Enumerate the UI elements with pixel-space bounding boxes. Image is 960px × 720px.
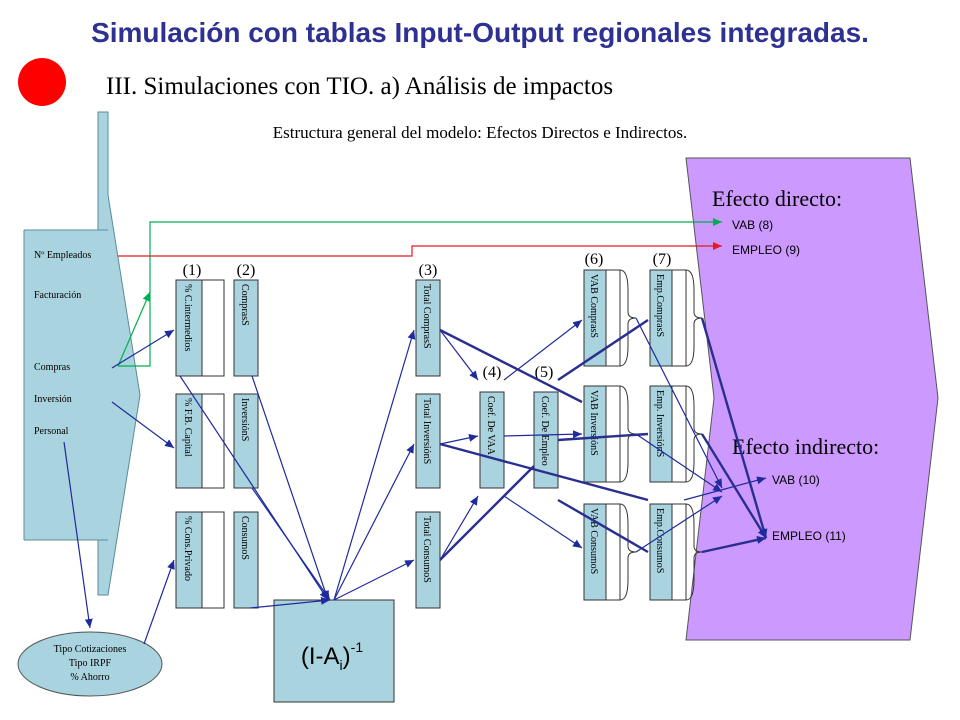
column-1: % C.intermedios % F.B. Capital % Cons.Pr… [175, 279, 225, 609]
column-7: Emp.ComprasS Emp. InversiónS Emp.Consumo… [649, 269, 687, 601]
indirect-effect-title: Efecto indirecto: [732, 434, 879, 459]
indirect-effect-vab: VAB (10) [772, 473, 820, 487]
direct-effect-vab: VAB (8) [732, 218, 773, 232]
section-subtitle: III. Simulaciones con TIO. a) Análisis d… [106, 73, 613, 100]
input-compras: Compras [34, 362, 70, 373]
red-connector-direct-empleo [118, 242, 722, 257]
oval-line-2: Tipo IRPF [69, 658, 112, 669]
box-c1-consumo [175, 511, 203, 609]
input-facturacion: Facturación [34, 290, 81, 301]
input-panel [24, 230, 108, 540]
box-c2-consumo [233, 511, 259, 609]
label-c6-compras: VAB ComprasS [588, 274, 599, 338]
oval-line-1: Tipo Cotizaciones [54, 644, 127, 655]
input-inversion: Inversión [34, 394, 72, 405]
direct-effect-empleo: EMPLEO (9) [732, 243, 800, 257]
blue-flow-arrows [63, 317, 767, 645]
step-label-2: (2) [237, 262, 256, 279]
direct-effect-title: Efecto directo: [712, 186, 842, 211]
box-c1-inversion [175, 393, 203, 489]
label-c2-consumo: ConsumoS [239, 516, 250, 560]
label-c2-inversion: InversiónS [239, 398, 250, 441]
label-c3-compras: Total ComprasS [421, 284, 432, 349]
slide-title: Simulación con tablas Input-Output regio… [91, 17, 869, 48]
box-coef-vaa [479, 391, 505, 489]
input-arrow-tip [97, 111, 141, 596]
step-label-3: (3) [419, 262, 438, 279]
column-6: VAB ComprasS VAB InversiónS VAB ConsumoS [583, 269, 621, 601]
label-c7-consumo: Emp.ConsumoS [654, 508, 665, 573]
step-label-1: (1) [183, 262, 202, 279]
model-description: Estructura general del modelo: Efectos D… [273, 123, 687, 142]
box-c2-inversion [233, 393, 259, 489]
label-c7-compras: Emp.ComprasS [654, 274, 665, 337]
label-c2-compras: ComprasS [239, 284, 250, 326]
input-personal: Personal [34, 426, 69, 437]
oval-line-3: % Ahorro [70, 672, 109, 683]
label-coef-empleo: Coef. De Empleo [539, 396, 550, 466]
leontief-matrix-box [273, 599, 395, 703]
label-c6-inversion: VAB InversiónS [588, 390, 599, 456]
tax-parameters-oval [17, 631, 163, 697]
label-c1-compras: % C.intermedios [182, 284, 193, 351]
thick-flow-arrows [439, 317, 768, 561]
leontief-matrix-label: (I-Ai)-1 [301, 639, 363, 673]
red-bullet-icon [18, 58, 66, 106]
label-c3-consumo: Total ConsumoS [421, 516, 432, 583]
column-3: Total ComprasS Total InversiónS Total Co… [415, 279, 441, 609]
label-c3-inversion: Total InversiónS [421, 398, 432, 464]
step-label-6: (6) [585, 251, 604, 268]
label-c6-consumo: VAB ConsumoS [588, 508, 599, 574]
box-c2-compras [233, 279, 259, 377]
input-empleados: Nº Empleados [34, 250, 91, 261]
step-label-7: (7) [653, 251, 672, 268]
indirect-effect-empleo: EMPLEO (11) [772, 529, 846, 543]
label-c7-inversion: Emp. InversiónS [654, 390, 665, 457]
column-2: ComprasS InversiónS ConsumoS [233, 279, 259, 609]
label-c1-inversion: % F.B. Capital [182, 398, 193, 457]
label-coef-vaa: Coef. De VAA [485, 396, 496, 456]
label-c1-consumo: % Cons.Privado [182, 516, 193, 581]
box-c3-inversion [415, 393, 441, 489]
step-label-5: (5) [535, 364, 554, 381]
output-panel [685, 157, 939, 641]
box-c3-compras [415, 279, 441, 377]
step-label-4: (4) [483, 364, 502, 381]
